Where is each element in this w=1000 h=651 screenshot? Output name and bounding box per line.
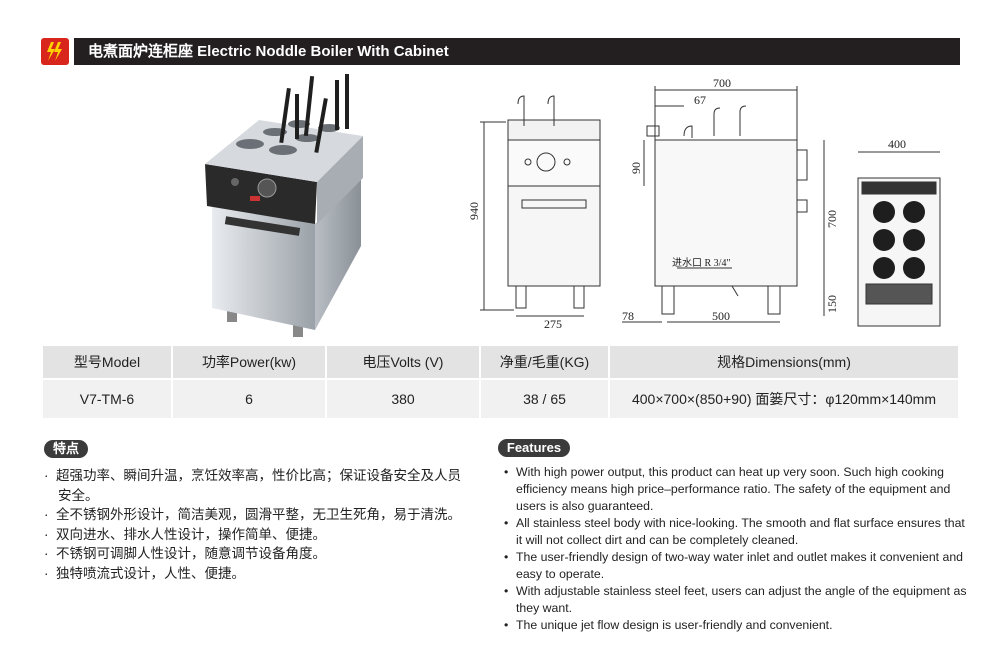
dim-500: 500 — [712, 309, 730, 323]
list-item: •All stainless steel body with nice-look… — [504, 516, 965, 547]
features-cn-list: ·超强功率、瞬间升温，烹饪效率高，性价比高；保证设备安全及人员安全。 ·全不锈钢… — [44, 466, 464, 583]
col-power: 功率Power(kw) — [172, 346, 327, 380]
dim-275: 275 — [544, 317, 562, 331]
dim-90: 90 — [629, 162, 643, 174]
dim-940: 940 — [467, 202, 481, 220]
technical-drawings: 940 275 700 67 90 700 150 78 500 进水口 R 3… — [467, 76, 941, 331]
table-header-row: 型号Model 功率Power(kw) 电压Volts (V) 净重/毛重(KG… — [43, 346, 958, 380]
inlet-label: 进水口 R 3/4" — [672, 257, 731, 269]
list-item: ·双向进水、排水人性设计，操作简单、便捷。 — [44, 526, 326, 542]
col-volts: 电压Volts (V) — [326, 346, 481, 380]
page-title: 电煮面炉连柜座 Electric Noddle Boiler With Cabi… — [74, 38, 960, 65]
dim-400: 400 — [888, 137, 906, 151]
list-item: •With high power output, this product ca… — [504, 465, 951, 513]
spec-table: 型号Model 功率Power(kw) 电压Volts (V) 净重/毛重(KG… — [43, 346, 958, 418]
features-en-list: •With high power output, this product ca… — [504, 464, 974, 634]
cell-volts: 380 — [326, 379, 481, 418]
list-item: ·不锈钢可调脚人性设计，随意调节设备角度。 — [44, 546, 326, 561]
dim-150: 150 — [825, 295, 839, 313]
list-item: ·超强功率、瞬间升温，烹饪效率高，性价比高；保证设备安全及人员安全。 — [44, 468, 461, 503]
list-item: •The user-friendly design of two-way wat… — [504, 550, 964, 581]
cell-power: 6 — [172, 379, 327, 418]
features-en-badge: Features — [498, 439, 570, 457]
list-item: ·独特喷流式设计，人性、便捷。 — [44, 565, 245, 581]
col-weight: 净重/毛重(KG) — [480, 346, 610, 380]
dim-700-side: 700 — [825, 210, 839, 228]
list-item: •With adjustable stainless steel feet, u… — [504, 584, 967, 615]
dim-78: 78 — [622, 309, 634, 323]
table-row: V7-TM-6 6 380 38 / 65 400×700×(850+90) 面… — [43, 379, 958, 418]
list-item: •The unique jet flow design is user-frie… — [504, 618, 833, 632]
product-photo — [205, 74, 363, 337]
list-item: ·全不锈钢外形设计，简洁美观，圆滑平整，无卫生死角，易于清洗。 — [44, 507, 461, 522]
dim-700-top: 700 — [713, 76, 731, 90]
cell-model: V7-TM-6 — [43, 379, 173, 418]
col-dimensions: 规格Dimensions(mm) — [609, 346, 958, 380]
cell-weight: 38 / 65 — [480, 379, 610, 418]
lightning-icon — [41, 38, 69, 65]
features-cn-badge: 特点 — [44, 440, 88, 458]
col-model: 型号Model — [43, 346, 173, 380]
cell-dimensions: 400×700×(850+90) 面篓尺寸：φ120mm×140mm — [609, 379, 958, 418]
dim-67: 67 — [694, 93, 706, 107]
